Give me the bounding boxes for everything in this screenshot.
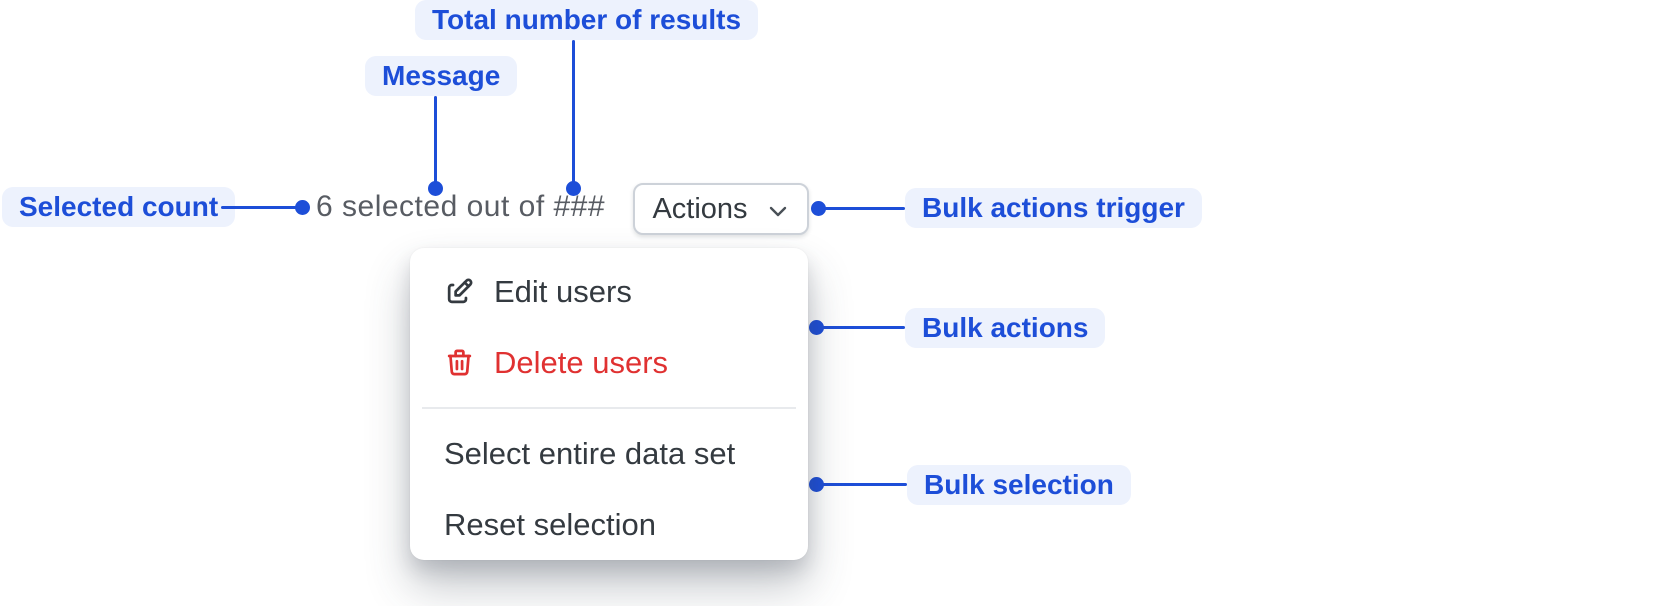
menu-item-label: Edit users [494,273,632,309]
leader-line [221,206,303,209]
leader-dot [566,181,581,196]
menu-divider [422,407,796,409]
leader-line [434,96,437,186]
callout-bulk-selection: Bulk selection [907,465,1131,505]
menu-item-label: Reset selection [444,506,656,542]
bulk-actions-menu: Edit users Delete users Select entire da… [410,248,808,560]
callout-message: Message [365,56,518,96]
menu-item-edit-users[interactable]: Edit users [410,256,808,327]
leader-dot [428,181,443,196]
actions-button-label: Actions [652,192,748,225]
leader-dot [809,320,824,335]
leader-line [572,40,575,186]
menu-item-reset-selection[interactable]: Reset selection [410,489,808,560]
leader-line [817,326,905,329]
bulk-actions-trigger-button[interactable]: Actions [633,183,809,235]
leader-dot [809,477,824,492]
menu-item-select-entire-data-set[interactable]: Select entire data set [410,418,808,489]
leader-line [818,207,905,210]
menu-item-label: Delete users [494,344,669,380]
callout-total-results: Total number of results [415,0,759,40]
menu-item-delete-users[interactable]: Delete users [410,327,808,398]
trash-icon [444,347,475,378]
leader-dot [295,200,310,215]
chevron-down-icon [766,196,790,223]
edit-icon [444,276,475,307]
menu-item-label: Select entire data set [444,435,736,471]
callout-bulk-actions: Bulk actions [905,308,1106,348]
callout-selected-count: Selected count [2,187,236,227]
selected-count-message: 6 selected out of ### [316,190,606,223]
leader-line [817,483,907,486]
callout-bulk-actions-trigger: Bulk actions trigger [905,188,1202,228]
